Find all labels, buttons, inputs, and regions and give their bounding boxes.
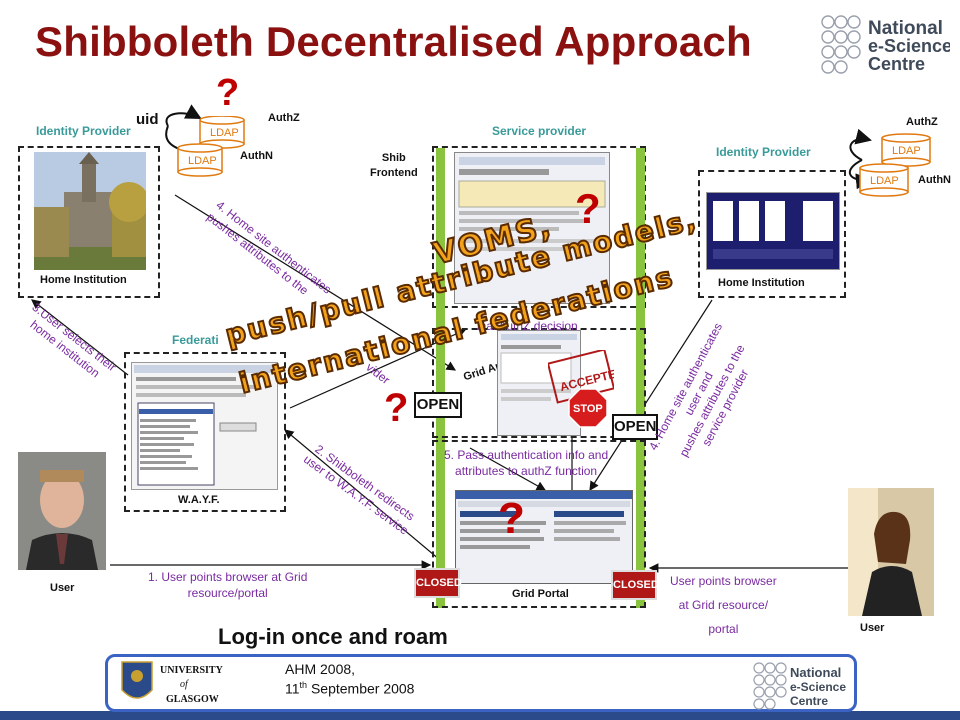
federation-label: Federati <box>172 333 219 347</box>
final-authz-label: inal AuthZ decision <box>477 319 578 333</box>
arrow-step4-left <box>174 194 457 371</box>
grid-portal-box <box>432 440 646 608</box>
nesc-logo-mark: National e-Science Centre <box>821 15 952 74</box>
glasgow-logo-line2: of <box>180 679 189 690</box>
footer-event: AHM 2008, <box>285 661 356 677</box>
user-left-photo <box>18 452 106 570</box>
kent-logo-image <box>706 192 840 270</box>
nesc-footer-line2: e-Science <box>790 680 846 694</box>
footer-date: 11th September 2008 <box>285 680 414 697</box>
ldap-authz-left: LDAP <box>210 127 239 139</box>
ldap-authn-right: LDAP <box>870 175 899 187</box>
portal-green-bar-right <box>636 148 645 608</box>
idp-right-box <box>698 170 846 298</box>
arrow-step2 <box>284 429 441 561</box>
right-uid-arrow-authz <box>849 128 872 161</box>
nesc-footer-line1: National <box>790 665 841 680</box>
tagline: Log-in once and roam <box>218 624 448 649</box>
authn-right: AuthN <box>918 174 951 186</box>
ldap-authn-left: LDAP <box>188 155 217 167</box>
wayf-label: W.A.Y.F. <box>178 494 220 506</box>
step5-label: 5. Pass authentication info and attribut… <box>444 448 609 478</box>
authn-left: AuthN <box>240 150 273 162</box>
ldap-right-cylinders: LDAP LDAP <box>859 133 931 197</box>
stop-sign: STOP <box>568 388 608 428</box>
grid-portal-screenshot <box>455 490 633 584</box>
grid-application-box <box>432 328 646 438</box>
question-mark-sp: ? <box>575 185 601 232</box>
glasgow-university-photo <box>34 152 146 270</box>
footer-bar <box>0 711 960 720</box>
nesc-logo-line3: Centre <box>868 54 925 74</box>
service-provider-label: Service provider <box>492 124 587 138</box>
idp-right-label: Identity Provider <box>716 145 811 159</box>
shib-frontend-screenshot <box>454 152 610 304</box>
nesc-logo-line1: National <box>868 18 943 39</box>
shib-frontend-box <box>432 146 646 308</box>
grid-application-screenshot <box>497 330 581 436</box>
wayf-screenshot <box>131 362 278 490</box>
shib-frontend-label: Shib Frontend <box>370 152 418 179</box>
wayf-box <box>124 352 286 512</box>
arrow-step5 <box>469 447 547 491</box>
user-right-label: User <box>860 622 885 634</box>
open-sign-center: OPEN <box>414 392 462 418</box>
stop-text: STOP <box>573 403 603 415</box>
arrow-step3 <box>31 299 129 376</box>
right-user-step-label: User points browser at Grid resource/ po… <box>670 574 777 636</box>
nesc-footer-line3: Centre <box>790 694 828 708</box>
footer-date-sup: th <box>299 680 308 690</box>
uid-arrow-authz <box>165 104 202 127</box>
footer-panel <box>105 654 857 712</box>
authz-left: AuthZ <box>268 112 300 124</box>
user-right-photo <box>848 488 934 616</box>
question-mark-center: ? <box>384 386 409 430</box>
arrow-step4-right <box>589 299 713 492</box>
idp-left-label: Identity Provider <box>36 124 131 138</box>
nesc-logo-line2: e-Science <box>868 36 950 56</box>
closed-sign-left: CLOSED <box>414 568 462 598</box>
nesc-logo: National e-Science Centre <box>818 12 952 74</box>
question-mark-portal: ? <box>498 494 525 543</box>
step1-label: 1. User points browser at Grid resource/… <box>148 570 308 600</box>
portal-green-bar-left <box>436 148 445 608</box>
authz-right: AuthZ <box>906 116 938 128</box>
grid-portal-label: Grid Portal <box>512 588 569 600</box>
slide-title: Shibboleth Decentralised Approach <box>35 18 752 65</box>
nesc-logo-footer: National e-Science Centre <box>752 660 852 710</box>
uid-label: uid <box>136 111 159 128</box>
open-sign-right: OPEN <box>612 414 658 440</box>
glasgow-logo-line1: UNIVERSITY <box>160 665 224 676</box>
glasgow-logo: UNIVERSITY of GLASGOW <box>118 660 228 708</box>
glasgow-logo-line3: GLASGOW <box>166 694 219 705</box>
user-left-label: User <box>50 582 75 594</box>
ldap-authz-right: LDAP <box>892 145 921 157</box>
question-mark-ldap: ? <box>216 72 240 114</box>
home-institution-left: Home Institution <box>40 274 127 286</box>
home-institution-right: Home Institution <box>718 277 805 289</box>
closed-sign-right: CLOSED <box>611 570 659 600</box>
footer-date-day: 11 <box>285 680 300 697</box>
arrow-wayf-to-sp <box>289 329 467 409</box>
idp-left-box <box>18 146 160 298</box>
ldap-left-cylinders: LDAP LDAP <box>177 116 245 177</box>
footer-date-rest: September 2008 <box>307 680 415 697</box>
